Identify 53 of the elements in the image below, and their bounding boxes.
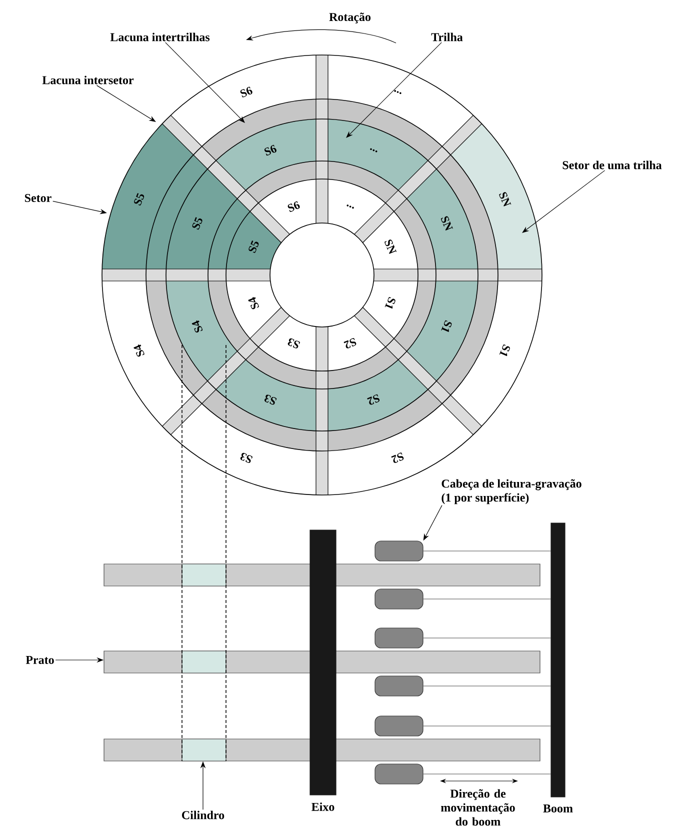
sector-label: S2 (367, 394, 380, 405)
callout-label: Lacuna intersetor (42, 76, 134, 84)
sector-label: S1 (384, 296, 396, 309)
read-write-head (374, 676, 424, 696)
sector-label: S5 (134, 193, 144, 206)
read-write-head (374, 764, 424, 784)
read-write-head (374, 540, 424, 562)
callout-label: Prato (26, 656, 54, 664)
leader-line (96, 85, 156, 122)
text-label: Boom (543, 804, 573, 812)
sector-label: S3 (288, 338, 300, 348)
callout-label: Trilha (431, 32, 463, 42)
sector-label: S6 (240, 86, 252, 98)
sector-label: S1 (441, 320, 452, 332)
boom-bar (550, 522, 566, 798)
sector-label: S4 (192, 320, 203, 333)
read-write-head (374, 588, 424, 610)
sector-label: ... (346, 204, 354, 209)
sector-label: SN (440, 216, 453, 231)
text-label: Eixo (312, 802, 334, 811)
callout-label: Lacuna intertrilhas (110, 32, 210, 42)
read-write-head (374, 628, 424, 648)
sector-label: S4 (248, 297, 259, 310)
read-write-head (374, 716, 424, 736)
sector-label: SN (499, 192, 512, 206)
callout-label: Setor de uma trilha (562, 160, 662, 170)
sector-label: S4 (134, 344, 144, 357)
sector-label: ... (370, 148, 378, 152)
sector-label: S6 (264, 144, 276, 156)
sector-label: S5 (248, 240, 259, 254)
arm-wire (423, 598, 551, 600)
text-label: Rotação (329, 12, 371, 24)
callout-label: Cabeça de leitura-gravação (1 por superfície) (442, 479, 582, 504)
leader-line (165, 42, 245, 123)
caption-text: Direção de movimentação do boom (441, 789, 515, 826)
callout-label: Cilindro (182, 810, 224, 820)
sector-label: S2 (391, 452, 404, 463)
sector-label: S3 (264, 394, 277, 405)
sector-label: S2 (344, 338, 356, 348)
sector-label: ... (394, 90, 402, 94)
sector-label: S6 (288, 201, 300, 212)
sector-label: S3 (240, 452, 253, 463)
spindle-bar (310, 530, 336, 796)
callout-label: Setor (24, 194, 52, 202)
sector-label: S1 (499, 344, 510, 356)
sector-label: SN (384, 240, 397, 254)
sector-label: S5 (192, 217, 202, 230)
cylinder-segment (182, 738, 226, 762)
cylinder-segment (182, 650, 226, 674)
leader-line (522, 170, 606, 233)
arm-wire (423, 550, 551, 552)
leader-line (346, 42, 442, 138)
cylinder-segment (182, 564, 226, 586)
